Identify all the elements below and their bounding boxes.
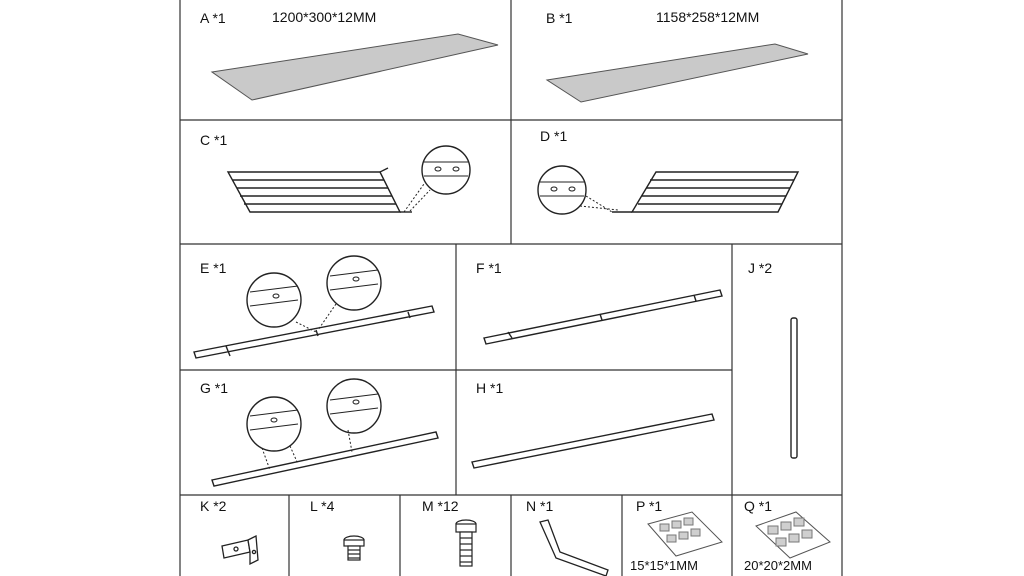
frame-d [612,171,800,213]
label-l: L *4 [310,498,335,514]
zoom-detail-d [537,165,619,215]
label-e: E *1 [200,260,227,276]
pads-sheet-p [647,511,723,557]
pads-sheet-q [755,511,831,559]
label-a: A *1 [200,10,226,26]
hex-key-n [539,519,609,576]
panel-a [210,33,499,101]
post-j [790,317,798,459]
size-b: 1158*258*12MM [656,9,760,25]
label-f: F *1 [476,260,502,276]
zoom-detail-e [246,255,382,333]
screw-l [343,535,365,561]
label-k: K *2 [200,498,227,514]
label-p: P *1 [636,498,663,514]
label-c: C *1 [200,132,228,148]
zoom-detail-g [246,378,382,471]
label-g: G *1 [200,380,229,396]
rail-e [193,305,435,359]
label-d: D *1 [540,128,568,144]
bracket-k [221,534,259,566]
size-p: 15*15*1MM [630,558,698,573]
label-q: Q *1 [744,498,773,514]
panel-b [545,43,809,103]
label-b: B *1 [546,10,573,26]
frame-c [226,167,412,213]
label-m: M *12 [422,498,459,514]
size-a: 1200*300*12MM [272,9,377,25]
label-n: N *1 [526,498,554,514]
zoom-detail-c [403,145,471,213]
label-h: H *1 [476,380,504,396]
rail-h [471,413,715,469]
rail-f [483,289,723,345]
size-q: 20*20*2MM [744,558,812,573]
rail-g [211,431,439,487]
grid-lines [179,0,843,576]
label-j: J *2 [748,260,773,276]
screw-m [455,519,477,567]
